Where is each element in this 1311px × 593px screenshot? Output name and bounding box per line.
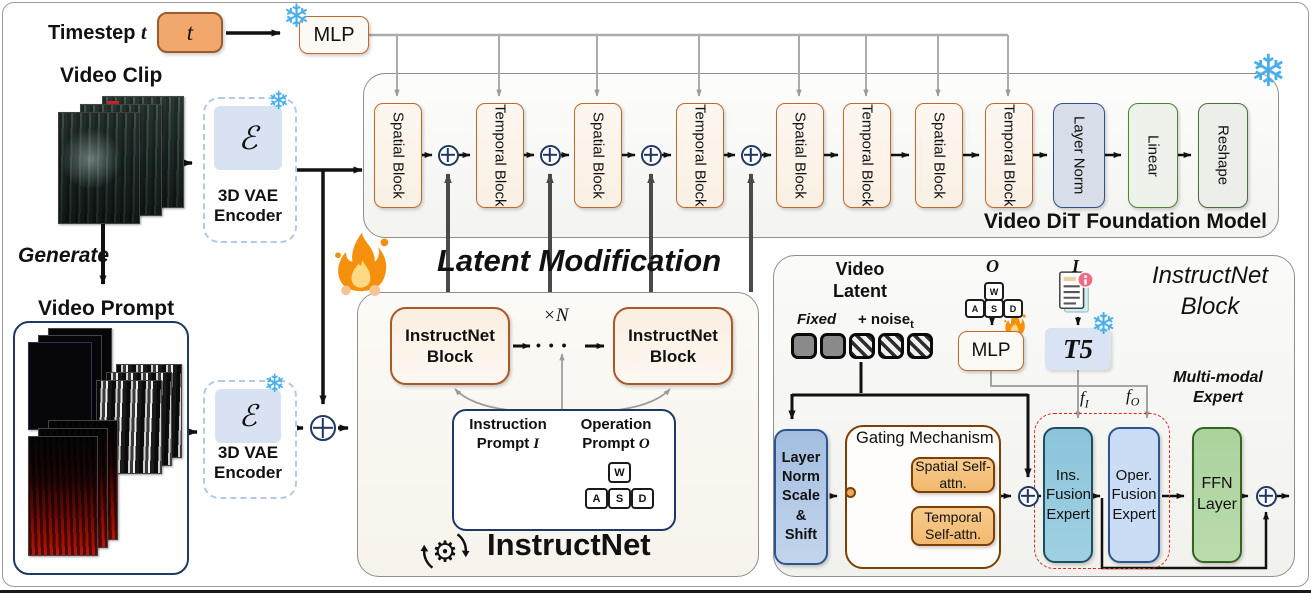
switch-icon <box>845 487 856 498</box>
timestep-value-box: t <box>157 12 223 53</box>
linear-block: Linear <box>1128 103 1178 208</box>
noise-label: + noiset <box>858 311 914 331</box>
timestep-label: Timestep t <box>48 22 147 44</box>
temporal-self-attn-block: Temporal Self-attn. <box>911 506 995 546</box>
timestep-symbol: t <box>141 22 147 44</box>
instruction-prompt-label: Instruction Prompt I <box>469 416 547 452</box>
instruction-symbol: I <box>533 435 540 452</box>
repeat-dots: • • • <box>536 337 569 353</box>
panel-sum-icon-1 <box>1017 485 1039 507</box>
reshape-block: Reshape <box>1198 103 1248 208</box>
latent-token-noise-3 <box>907 333 933 359</box>
f-i-label: fI <box>1080 388 1089 411</box>
mlp-panel-label: MLP <box>971 340 1011 361</box>
key-a-icon: A <box>585 488 608 509</box>
dit-temporal-block-4: Temporal Block <box>985 103 1033 208</box>
layer-norm-block: Layer Norm <box>1053 103 1105 208</box>
gating-mechanism-title: Gating Mechanism <box>856 429 994 447</box>
generate-label: Generate <box>18 244 110 267</box>
snowflake-icon-mlp: ❄ <box>283 0 310 35</box>
timestep-value: t <box>186 19 194 45</box>
dit-spatial-block-4: Spatial Block <box>915 103 963 208</box>
prompt-box <box>452 409 676 531</box>
dit-spatial-block-2: Spatial Block <box>574 103 622 208</box>
motion-frame-1 <box>28 436 98 556</box>
instruction-symbol-panel: I <box>1072 256 1080 276</box>
dit-spatial-block-3: Spatial Block <box>776 103 824 208</box>
f-o-label: fO <box>1126 386 1140 409</box>
key-a-icon-panel: A <box>965 299 985 318</box>
t5-box: T5 <box>1045 328 1111 370</box>
dit-temporal-block-1: Temporal Block <box>476 103 524 208</box>
latent-modification-label: Latent Modification <box>437 243 722 278</box>
mlp-panel-box: MLP <box>958 331 1024 371</box>
dit-title: Video DiT Foundation Model <box>983 210 1267 233</box>
snowflake-icon-vae1: ❄ <box>268 86 289 115</box>
panel-sum-icon-2 <box>1255 485 1277 507</box>
repeat-n-label: ×N <box>543 305 569 326</box>
dit-sum-icon-4 <box>740 144 762 166</box>
figure-bottom-rule <box>0 590 1311 593</box>
key-d-icon: D <box>631 488 654 509</box>
vae-2-symbol-box: ℰ <box>215 389 281 443</box>
latent-token-noise-1 <box>849 333 875 359</box>
t5-label: T5 <box>1063 333 1093 364</box>
fixed-label: Fixed <box>797 311 837 328</box>
latent-token-noise-2 <box>878 333 904 359</box>
instructnet-block-right: InstructNet Block <box>613 307 733 385</box>
operation-symbol-panel: O <box>986 256 999 276</box>
instructnet-title: InstructNet <box>487 527 651 562</box>
key-s-icon: S <box>608 488 631 509</box>
instructnet-block-right-label: InstructNet Block <box>628 325 718 366</box>
vae-1-symbol: ℰ <box>238 120 258 156</box>
video-clip-label: Video Clip <box>60 64 163 87</box>
vae-2-symbol: ℰ <box>238 399 258 433</box>
snowflake-icon-vae2: ❄ <box>264 369 285 398</box>
latent-token-fixed-1 <box>791 333 817 359</box>
key-s-icon-panel: S <box>984 299 1004 318</box>
snowflake-icon-dit: ❄ <box>1250 46 1287 97</box>
dit-temporal-block-2: Temporal Block <box>676 103 724 208</box>
key-d-icon-panel: D <box>1003 299 1023 318</box>
operation-prompt-label: Operation Prompt O <box>580 416 652 452</box>
latent-sum-icon <box>310 415 336 441</box>
dit-sum-icon-1 <box>437 144 459 166</box>
dit-spatial-block-1: Spatial Block <box>374 103 422 208</box>
ins-fusion-expert-block: Ins. Fusion Expert <box>1043 427 1093 563</box>
dit-sum-icon-3 <box>640 144 662 166</box>
vae-1-symbol-box: ℰ <box>214 106 282 170</box>
ffn-layer-block: FFN Layer <box>1192 427 1242 563</box>
instructnet-block-left-label: InstructNet Block <box>405 325 495 366</box>
snowflake-icon-t5: ❄ <box>1091 307 1117 342</box>
operation-symbol: O <box>638 435 650 452</box>
key-w-icon: W <box>608 462 631 483</box>
oper-fusion-expert-block: Oper. Fusion Expert <box>1108 427 1160 563</box>
dit-temporal-block-3: Temporal Block <box>843 103 891 208</box>
instructnet-block-left: InstructNet Block <box>390 307 510 385</box>
spatial-self-attn-block: Spatial Self-attn. <box>911 457 995 493</box>
video-prompt-label: Video Prompt <box>38 297 175 320</box>
latent-token-fixed-2 <box>820 333 846 359</box>
mlp-top-label: MLP <box>313 23 355 46</box>
mlp-top-box: MLP <box>299 16 369 54</box>
dit-sum-icon-2 <box>539 144 561 166</box>
pose-frame-1 <box>28 342 92 430</box>
video-clip-frame-1 <box>58 112 140 224</box>
